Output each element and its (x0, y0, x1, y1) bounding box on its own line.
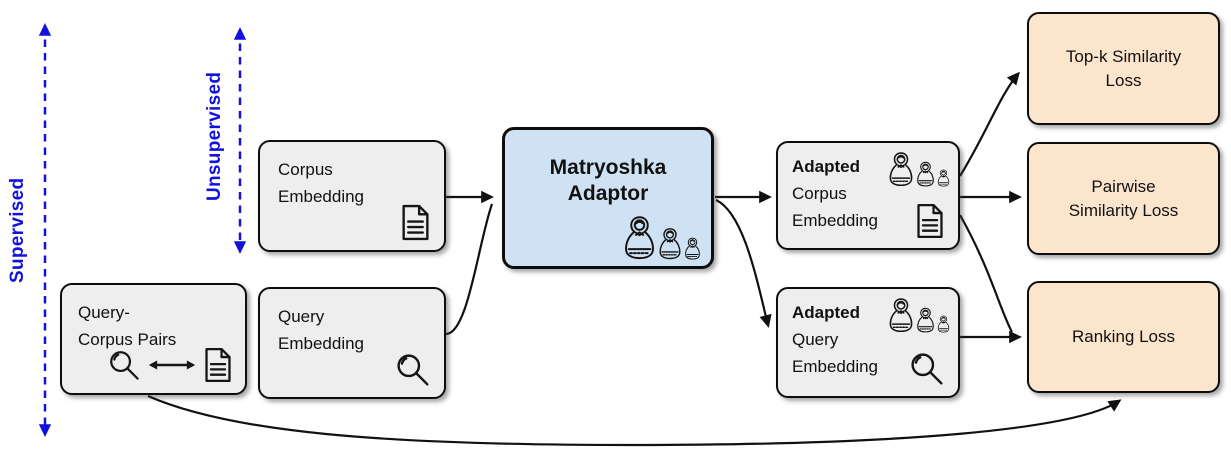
adapted-corpus-embedding-label: Adapted Corpus Embedding (792, 157, 879, 230)
arrow-query-to-adaptor (445, 203, 494, 336)
arrow-adapted-corpus-to-ranking (959, 214, 1013, 333)
pairwise-similarity-loss-box: Pairwise Similarity Loss (1027, 142, 1220, 255)
pairwise-loss-label-line1: Pairwise (1091, 176, 1156, 196)
arrow-adapted-corpus-to-topk (959, 71, 1020, 177)
arrow-adaptor-to-adapted-query (715, 199, 772, 328)
magnifier-icon (107, 348, 141, 382)
supervised-label: Supervised (7, 177, 28, 283)
pairwise-loss-label-line2: Similarity Loss (1068, 200, 1179, 220)
matryoshka-dolls-icon (888, 151, 950, 187)
matryoshka-doll-small-icon (937, 169, 950, 187)
topk-similarity-loss-box: Top-k Similarity Loss (1027, 12, 1220, 125)
adapted-query-embedding-box: Adapted Query Embedding (776, 287, 960, 398)
matryoshka-dolls-icon (623, 215, 701, 260)
ranking-loss-box: Ranking Loss (1027, 281, 1220, 393)
query-embedding-label: Query Embedding (278, 307, 365, 353)
query-corpus-pairs-icons (107, 347, 233, 383)
ranking-loss-label: Ranking Loss (1071, 327, 1175, 346)
matryoshka-adaptor-box: Matryoshka Adaptor (502, 127, 714, 269)
matryoshka-doll-large-icon (888, 151, 914, 187)
matryoshka-doll-small-icon (684, 237, 701, 260)
document-icon (203, 347, 233, 383)
adapted-corpus-embedding-box: Adapted Corpus Embedding (776, 141, 960, 250)
query-embedding-box: Query Embedding (258, 287, 446, 399)
bidirectional-arrow-icon (146, 357, 198, 373)
arrow-pairs-to-ranking (147, 394, 1122, 447)
topk-loss-label-line1: Top-k Similarity (1065, 46, 1182, 66)
matryoshka-doll-medium-icon (658, 227, 682, 260)
magnifier-icon (908, 350, 945, 387)
query-corpus-pairs-label: Query- Corpus Pairs (78, 303, 177, 349)
unsupervised-label: Unsupervised (204, 71, 225, 201)
document-icon (915, 203, 945, 239)
matryoshka-doll-small-icon (937, 315, 950, 333)
matryoshka-doll-medium-icon (916, 307, 935, 333)
matryoshka-doll-medium-icon (916, 161, 935, 187)
magnifier-icon (394, 351, 431, 388)
adapted-query-embedding-label: Adapted Query Embedding (792, 303, 879, 376)
matryoshka-dolls-icon (888, 297, 950, 333)
topk-loss-label-line2: Loss (1105, 70, 1142, 90)
corpus-embedding-label: Corpus Embedding (278, 160, 365, 206)
matryoshka-adaptor-title: Matryoshka Adaptor (549, 156, 667, 205)
corpus-embedding-box: Corpus Embedding (258, 140, 446, 252)
query-corpus-pairs-box: Query- Corpus Pairs (60, 283, 247, 395)
document-icon (400, 204, 431, 241)
matryoshka-doll-large-icon (888, 297, 914, 333)
matryoshka-doll-large-icon (623, 215, 656, 260)
